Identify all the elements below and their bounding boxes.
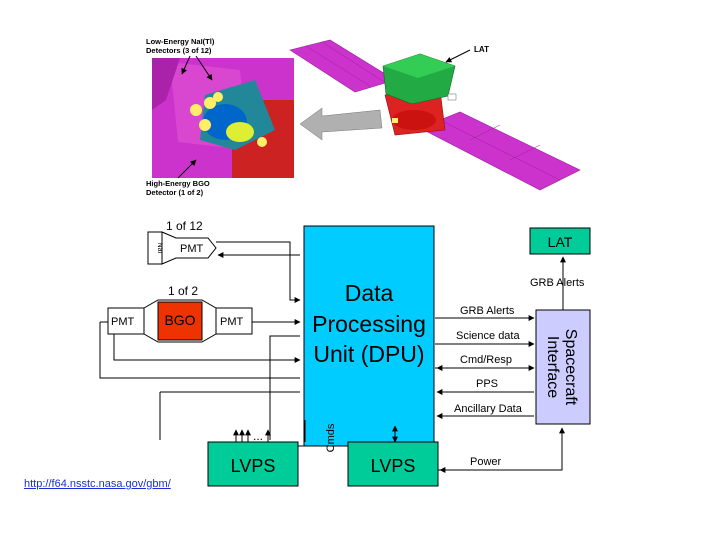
lat-label: LAT: [548, 234, 573, 250]
callout-nai-line2: Detectors (3 of 12): [146, 46, 212, 55]
grb-alerts-to-lat-label: GRB Alerts: [530, 277, 585, 289]
dpu-label-line1: Data: [345, 280, 394, 306]
bgo-left-pmt: [107, 307, 145, 335]
zoom-arrow-icon: [299, 107, 383, 141]
nai-pmt-label: PMT: [180, 243, 204, 255]
signal-science-data-label: Science data: [456, 330, 520, 342]
bgo-right-pmt-label: PMT: [220, 316, 244, 328]
nai-pmt: [161, 231, 217, 265]
bgo-right-pmt: [215, 307, 253, 335]
lvps-right-label: LVPS: [371, 456, 416, 476]
dpu-box: [303, 225, 435, 447]
block-diagram: Data Processing Unit (DPU) LAT GRB Alert…: [99, 219, 591, 487]
signal-ancillary-data-label: Ancillary Data: [454, 403, 523, 415]
callout-bgo-line2: Detector (1 of 2): [146, 188, 204, 197]
bgo-count-label: 1 of 2: [168, 284, 198, 298]
cmds-label: Cmds: [325, 423, 337, 452]
spacecraft-interface-line1: Spacecraft: [562, 329, 579, 406]
signal-grb-alerts-label: GRB Alerts: [460, 305, 515, 317]
lvps-right-box: [347, 441, 439, 487]
spacecraft-image: [289, 39, 581, 191]
signal-cmd-resp-label: Cmd/Resp: [460, 354, 512, 366]
power-label: Power: [470, 456, 502, 468]
gbm-url-link[interactable]: http://f64.nsstc.nasa.gov/gbm/: [24, 478, 171, 490]
callout-nai-line1: Low-Energy NaI(Tl): [146, 37, 215, 46]
spacecraft-illustration: Low-Energy NaI(Tl) Detectors (3 of 12) H…: [146, 37, 581, 197]
signal-pps-label: PPS: [476, 378, 498, 390]
bgo-left-pmt-label: PMT: [111, 316, 135, 328]
callout-bgo-line1: High-Energy BGO: [146, 179, 210, 188]
detector-closeup-image: [152, 58, 294, 178]
spacecraft-interface-box: [535, 309, 591, 425]
lvps-ellipsis: ...: [253, 429, 263, 443]
lat-box: [529, 227, 591, 255]
dpu-label-line2: Processing: [312, 311, 426, 337]
callout-lat: LAT: [474, 45, 489, 54]
nai-count-label: 1 of 12: [166, 219, 203, 233]
dpu-label-line3: Unit (DPU): [313, 341, 424, 367]
nai-detector: NaI PMT: [147, 231, 217, 265]
nai-crystal-label: NaI: [156, 243, 163, 254]
bgo-crystal-label: BGO: [164, 312, 195, 328]
bgo-detector: PMT BGO PMT: [107, 299, 253, 343]
lvps-left-label: LVPS: [231, 456, 276, 476]
bgo-crystal: [157, 301, 203, 341]
spacecraft-interface-line2: Interface: [544, 336, 561, 398]
lvps-left-box: [207, 441, 299, 487]
